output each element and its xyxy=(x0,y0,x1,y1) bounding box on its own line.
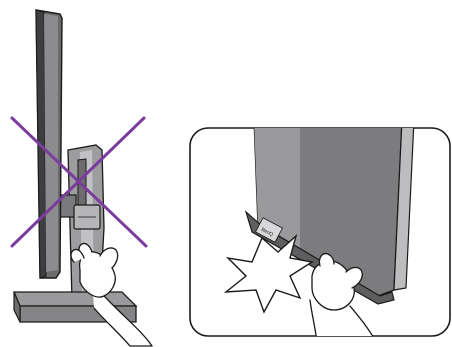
stand-base-top xyxy=(14,292,136,306)
detail-inset: BenQ xyxy=(190,120,450,347)
monitor-panel-edge xyxy=(44,14,58,272)
monitor-side-view xyxy=(14,10,136,322)
